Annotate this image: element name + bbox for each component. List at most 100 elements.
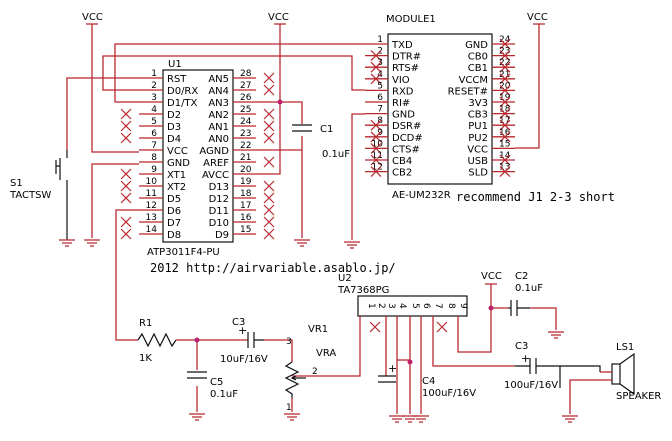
u1-pin-name-16: D10	[209, 218, 229, 229]
u1-pin-name-15: D9	[215, 230, 229, 241]
u2-ref: U2	[338, 273, 352, 284]
u1-pin-name-4: D2	[167, 110, 181, 121]
u1-pin-number-6: 6	[151, 129, 157, 139]
u2-pin-number-7: 7	[433, 303, 443, 309]
c3b-plus: +	[521, 352, 530, 365]
u1-pin-name-19: D13	[209, 182, 229, 193]
junction-r1-c5	[194, 337, 200, 343]
u1-nc-mark-19	[263, 180, 275, 192]
module1-nc-mark-20	[499, 84, 511, 96]
u1-pin-name-27: AN4	[208, 86, 229, 97]
module1-pin-number-16: 16	[499, 128, 511, 138]
junction-vcc-u2	[488, 305, 494, 311]
u1-ref: U1	[168, 59, 182, 70]
u2-pin-number-6: 6	[421, 303, 431, 309]
module1-nc-mark-17	[499, 119, 511, 131]
u1-pin-number-26: 26	[240, 93, 252, 103]
u1-nc-mark-14	[120, 228, 132, 240]
u1-pin-number-17: 17	[240, 201, 251, 211]
module1-pin-name-12: CB2	[392, 168, 412, 179]
u1-pin-name-26: AN3	[208, 98, 229, 109]
u1-pin-number-28: 28	[240, 69, 252, 79]
u1-pin-name-8: GND	[167, 158, 190, 169]
module1-part: AE-UM232R	[392, 190, 451, 201]
r1-ref: R1	[139, 318, 152, 329]
module1-pin-name-16: PU2	[468, 133, 488, 144]
module1-left-pins: 1TXD2DTR#3RTS#4VIO5RXD6RI#7GND8DSR#9DCD#…	[365, 35, 423, 179]
module1-pin-number-7: 7	[377, 105, 383, 115]
u1-pin-number-10: 10	[146, 177, 158, 187]
speaker-icon	[611, 352, 635, 396]
module1-nc-mark-16	[499, 131, 511, 143]
vr1-value: VRA	[316, 348, 336, 359]
module1-pin-number-15: 15	[499, 139, 510, 149]
c2-ref: C2	[515, 271, 528, 282]
speaker-wires	[569, 371, 612, 414]
c4-value: 100uF/16V	[422, 388, 476, 399]
module1-nc-mark-14	[499, 154, 511, 166]
module1-nc-mark-18	[499, 108, 511, 120]
module1-nc-mark-9	[370, 131, 382, 143]
module1-pin-name-9: DCD#	[392, 133, 423, 144]
u1-nc-mark-28	[263, 72, 275, 84]
module1-pin-name-2: DTR#	[392, 52, 421, 63]
u1-pin-number-27: 27	[240, 81, 251, 91]
r1-resistor	[137, 332, 177, 348]
u1-pin-name-23: AN0	[208, 134, 229, 145]
u1-pin-number-20: 20	[240, 165, 252, 175]
module1-pin-name-17: PU1	[468, 121, 488, 132]
c5-value: 0.1uF	[210, 389, 238, 400]
u1-pin-name-12: D6	[167, 206, 181, 217]
module1-pin-name-5: RXD	[392, 86, 414, 97]
module1-pin-name-3: RTS#	[392, 63, 419, 74]
module1-pin-number-21: 21	[499, 70, 510, 80]
module1-pin-name-13: SLD	[468, 168, 488, 179]
u1-pin-number-25: 25	[240, 105, 251, 115]
module1-pin-number-10: 10	[372, 139, 384, 149]
module1-pin-name-11: CB4	[392, 156, 412, 167]
u1-pin-name-5: D3	[167, 122, 181, 133]
module1-pin-number-1: 1	[377, 35, 383, 45]
u1-pin-number-13: 13	[146, 213, 157, 223]
module1-pin-number-17: 17	[499, 116, 510, 126]
u2-pin-number-8: 8	[446, 303, 456, 309]
module1-pin-name-22: CB1	[468, 63, 488, 74]
u1-pin-number-12: 12	[146, 201, 157, 211]
module1-nc-mark-8	[370, 119, 382, 131]
u1-pin-name-17: D11	[209, 206, 229, 217]
u1-wires	[66, 38, 540, 341]
u1-pin-name-11: D5	[167, 194, 181, 205]
u1-pin-name-6: D4	[167, 134, 181, 145]
module1-nc-mark-11	[370, 154, 382, 166]
ls1-ref: LS1	[616, 342, 634, 353]
c3b-ref: C3	[515, 341, 528, 352]
u1-pin-number-2: 2	[151, 81, 157, 91]
module1-pin-number-11: 11	[372, 151, 383, 161]
u1-nc-mark-11	[120, 192, 132, 204]
u2-pin-number-1: 1	[366, 303, 376, 309]
module1-pin-number-12: 12	[372, 163, 383, 173]
note-recommend: recommend J1 2-3 short	[456, 190, 615, 204]
vcc-label-4: VCC	[481, 271, 502, 282]
u2-pin-number-5: 5	[410, 303, 420, 309]
c4-plus: +	[388, 362, 397, 375]
u1-nc-mark-18	[263, 192, 275, 204]
junction-c4	[407, 359, 413, 365]
u1-pin-name-18: D12	[209, 194, 229, 205]
c2-capacitor	[508, 300, 530, 316]
module1-nc-mark-4	[370, 73, 382, 85]
module1-nc-mark-23	[499, 50, 511, 62]
c1-value: 0.1uF	[322, 149, 350, 160]
module1-pin-name-1: TXD	[391, 40, 413, 51]
module1-pin-name-18: CB3	[468, 110, 488, 121]
u2-part: TA7368PG	[337, 285, 389, 296]
u2-nc-marks	[369, 321, 448, 333]
u1-pin-name-7: VCC	[167, 146, 188, 157]
module1-pin-number-20: 20	[499, 81, 511, 91]
u2-wires	[292, 296, 557, 414]
module1-nc-mark-12	[370, 166, 382, 178]
u1-nc-mark-23	[263, 132, 275, 144]
u1-pin-number-23: 23	[240, 129, 251, 139]
u1-right-pins: 28AN527AN426AN325AN224AN123AN022AGND21AR…	[199, 69, 275, 241]
module1-nc-mark-2	[370, 50, 382, 62]
